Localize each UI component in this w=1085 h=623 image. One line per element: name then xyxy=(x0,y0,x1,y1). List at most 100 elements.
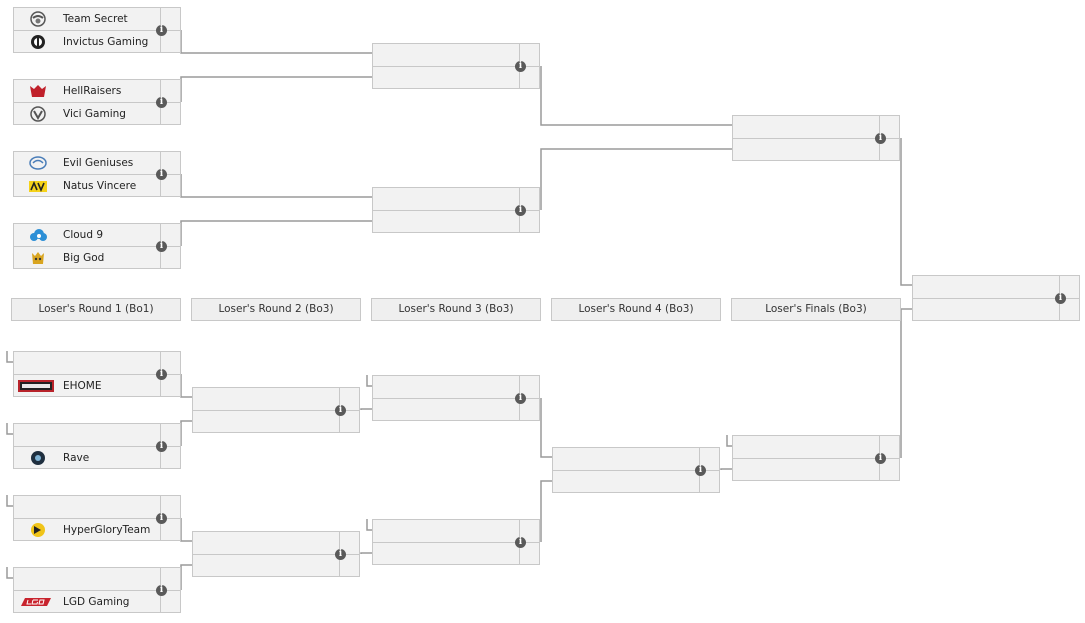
team-name: HyperGloryTeam xyxy=(63,524,151,536)
match-slot-1[interactable]: Team Secret xyxy=(14,8,160,30)
team-secret-logo xyxy=(27,11,49,27)
match-slot-1[interactable] xyxy=(14,496,160,518)
match-slot-2[interactable] xyxy=(733,459,879,481)
match-info-icon[interactable]: i xyxy=(515,61,526,72)
match-slot-1[interactable]: Cloud 9 xyxy=(14,224,160,246)
match-slot-2[interactable] xyxy=(373,211,519,233)
match-slot-1[interactable] xyxy=(553,448,699,470)
match-info-icon[interactable]: i xyxy=(335,405,346,416)
match-slot-2[interactable] xyxy=(913,299,1059,321)
team-name: Big God xyxy=(63,252,105,264)
upper-r1-match-1: Team Secret Invictus Gaming i xyxy=(13,7,181,53)
match-slot-1[interactable] xyxy=(913,276,1059,298)
match-info-icon[interactable]: i xyxy=(1055,293,1066,304)
match-slot-1[interactable] xyxy=(373,520,519,542)
match-info-icon[interactable]: i xyxy=(515,393,526,404)
match-slot-2[interactable] xyxy=(733,139,879,161)
match-slot-2[interactable]: HyperGloryTeam xyxy=(14,519,160,541)
upper-final-match: i xyxy=(732,115,900,161)
match-slot-1[interactable] xyxy=(733,116,879,138)
upper-r1-match-4: Cloud 9 Big God i xyxy=(13,223,181,269)
match-slot-2[interactable] xyxy=(553,471,699,493)
grand-final-match: i xyxy=(912,275,1080,321)
lower-final-match: i xyxy=(732,435,900,481)
connector-line xyxy=(180,564,192,590)
team-name: Vici Gaming xyxy=(63,108,126,120)
match-slot-2[interactable]: LGD Gaming xyxy=(14,591,160,613)
match-slot-1[interactable] xyxy=(14,352,160,374)
team-name: Team Secret xyxy=(63,13,128,25)
match-slot-2[interactable] xyxy=(373,399,519,421)
match-slot-2[interactable] xyxy=(193,555,339,577)
round-header-losers-r2: Loser's Round 2 (Bo3) xyxy=(191,298,361,321)
upper-r1-match-2: HellRaisers Vici Gaming i xyxy=(13,79,181,125)
connector-line xyxy=(540,66,732,126)
round-header-losers-r4: Loser's Round 4 (Bo3) xyxy=(551,298,721,321)
match-slot-2[interactable]: Rave xyxy=(14,447,160,469)
connector-line xyxy=(360,408,372,410)
lower-r2-match-2: i xyxy=(192,531,360,577)
hyperglory-logo xyxy=(27,522,49,538)
match-info-icon[interactable]: i xyxy=(875,133,886,144)
match-info-icon[interactable]: i xyxy=(156,585,167,596)
match-slot-1[interactable]: HellRaisers xyxy=(14,80,160,102)
team-name: LGD Gaming xyxy=(63,596,130,608)
lower-r2-match-1: i xyxy=(192,387,360,433)
match-slot-2[interactable]: Invictus Gaming xyxy=(14,31,160,53)
match-slot-1[interactable] xyxy=(193,388,339,410)
match-info-icon[interactable]: i xyxy=(156,97,167,108)
match-info-icon[interactable]: i xyxy=(156,25,167,36)
match-slot-2[interactable]: EHOME xyxy=(14,375,160,397)
match-slot-1[interactable] xyxy=(193,532,339,554)
match-slot-1[interactable] xyxy=(14,424,160,446)
match-info-icon[interactable]: i xyxy=(515,537,526,548)
connector-line xyxy=(540,148,732,210)
match-slot-1[interactable] xyxy=(373,44,519,66)
match-info-icon[interactable]: i xyxy=(156,369,167,380)
match-slot-2[interactable]: Vici Gaming xyxy=(14,103,160,125)
lgd-gaming-logo xyxy=(19,594,53,610)
connector-line xyxy=(540,480,552,542)
match-slot-2[interactable] xyxy=(373,543,519,565)
match-info-icon[interactable]: i xyxy=(335,549,346,560)
connector-line xyxy=(540,398,552,458)
connector-line xyxy=(180,420,192,446)
match-slot-1[interactable] xyxy=(373,188,519,210)
evil-geniuses-logo xyxy=(27,155,49,171)
lower-r1-match-2: Rave i xyxy=(13,423,181,469)
team-name: Rave xyxy=(63,452,90,464)
match-info-icon[interactable]: i xyxy=(875,453,886,464)
match-slot-1[interactable] xyxy=(373,376,519,398)
match-slot-1[interactable]: Evil Geniuses xyxy=(14,152,160,174)
lower-r1-match-1: EHOME i xyxy=(13,351,181,397)
match-info-icon[interactable]: i xyxy=(156,441,167,452)
connector-line xyxy=(720,468,732,470)
match-info-icon[interactable]: i xyxy=(156,169,167,180)
match-slot-1[interactable] xyxy=(14,568,160,590)
connector-line xyxy=(900,308,912,458)
match-info-icon[interactable]: i xyxy=(515,205,526,216)
match-slot-2[interactable] xyxy=(193,411,339,433)
match-slot-2[interactable]: Natus Vincere xyxy=(14,175,160,197)
invictus-gaming-logo xyxy=(27,34,49,50)
lower-r3-match-2: i xyxy=(372,519,540,565)
match-slot-1[interactable] xyxy=(733,436,879,458)
upper-r1-match-3: Evil Geniuses Natus Vincere i xyxy=(13,151,181,197)
match-info-icon[interactable]: i xyxy=(156,513,167,524)
team-name: Natus Vincere xyxy=(63,180,137,192)
lower-r3-match-1: i xyxy=(372,375,540,421)
match-info-icon[interactable]: i xyxy=(156,241,167,252)
big-god-logo xyxy=(27,250,49,266)
connector-line xyxy=(180,374,192,398)
vici-gaming-logo xyxy=(27,106,49,122)
round-header-losers-finals: Loser's Finals (Bo3) xyxy=(731,298,901,321)
natus-vincere-logo xyxy=(27,178,49,194)
match-slot-2[interactable] xyxy=(373,67,519,89)
lower-r4-match: i xyxy=(552,447,720,493)
connector-line xyxy=(180,518,192,542)
connector-line xyxy=(900,138,912,286)
hellraisers-logo xyxy=(27,83,49,99)
connector-line xyxy=(180,174,372,198)
match-info-icon[interactable]: i xyxy=(695,465,706,476)
match-slot-2[interactable]: Big God xyxy=(14,247,160,269)
